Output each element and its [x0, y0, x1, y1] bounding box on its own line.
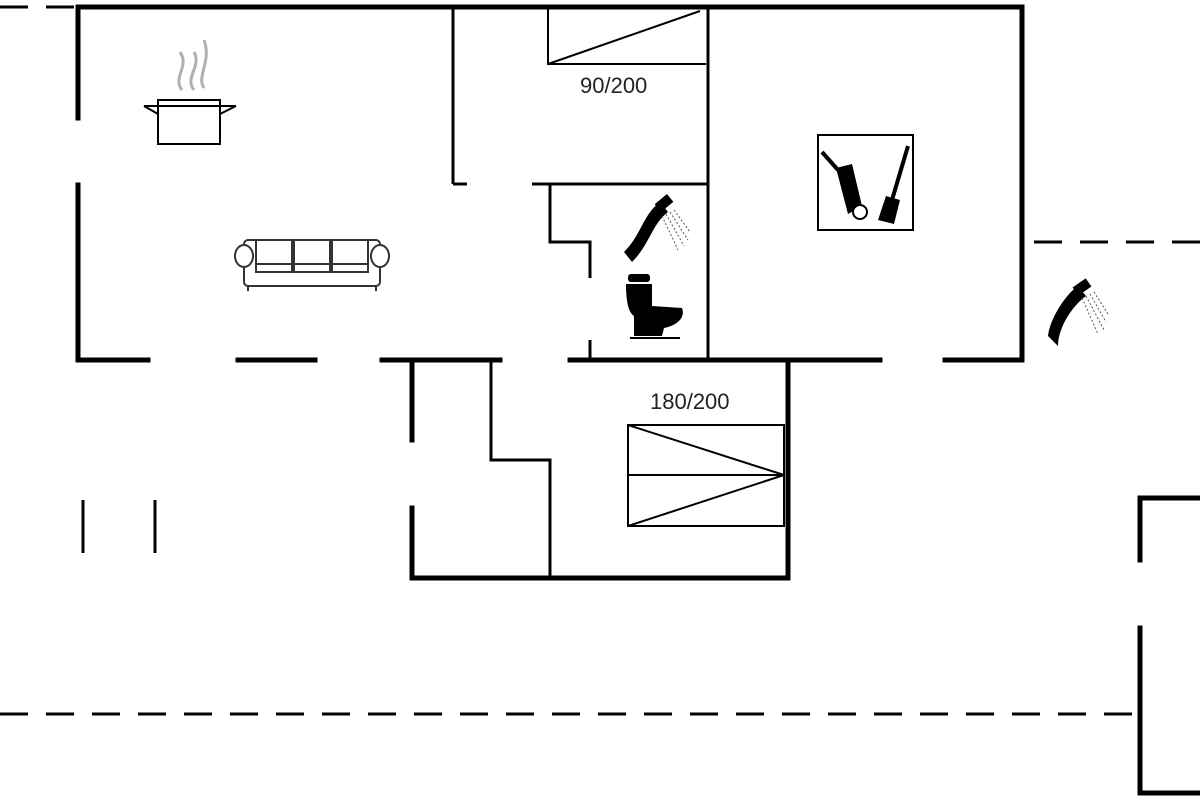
lower-bedroom-walls [409, 357, 791, 581]
double-bed-label: 180/200 [650, 389, 730, 414]
interior-walls [451, 9, 710, 360]
outdoor-shower-icon [1048, 278, 1109, 346]
toilet-icon [626, 274, 683, 339]
double-bed: 180/200 [627, 389, 785, 527]
cooking-pot-icon [143, 39, 237, 145]
terrace-outlines [0, 5, 1200, 716]
annex-walls [1137, 495, 1200, 796]
vacuum-and-brush-icon [817, 134, 914, 231]
sofa-icon [234, 239, 390, 291]
shower-icon [624, 194, 691, 262]
single-bed: 90/200 [547, 9, 706, 98]
single-bed-label: 90/200 [580, 73, 647, 98]
exterior-walls [75, 4, 1025, 363]
